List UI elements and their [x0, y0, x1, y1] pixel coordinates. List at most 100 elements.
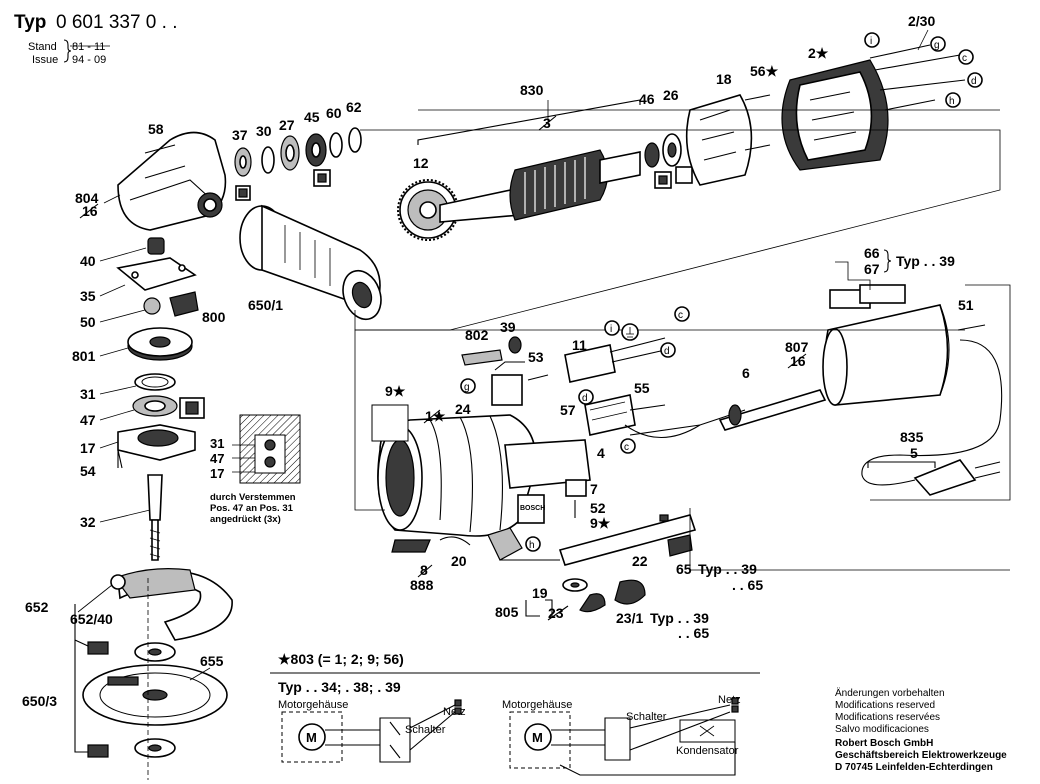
callout-40: 40 [80, 253, 96, 269]
circle-ref-c-top: c [958, 49, 974, 65]
fan-and-stator [685, 44, 966, 186]
callout-30: 30 [256, 123, 272, 139]
callout-801: 801 [72, 348, 96, 364]
callout-2-30: 2/30 [908, 13, 935, 29]
circle-ref-g-mid: g [460, 378, 476, 394]
callout-24: 24 [455, 401, 471, 417]
callout-39: 39 [500, 319, 516, 335]
svg-text:d: d [664, 346, 670, 357]
ground-symbol [621, 323, 639, 341]
callout-35: 35 [80, 288, 96, 304]
typ-label: Typ [14, 12, 46, 33]
svg-text:g: g [464, 382, 470, 393]
circle-ref-h-top: h [945, 92, 961, 108]
frame-line-right [870, 284, 1011, 501]
callout-9b: 9★ [590, 515, 611, 531]
svg-text:c: c [624, 442, 629, 453]
callout-45: 45 [304, 109, 320, 125]
housing-brand-mark: BOSCH [520, 505, 545, 512]
callout-58: 58 [148, 121, 164, 137]
legal-line-1: Änderungen vorbehalten [835, 687, 945, 699]
note-press-line3: angedrückt (3x) [210, 514, 281, 525]
left-column-parts [116, 237, 205, 561]
callout-51: 51 [958, 297, 974, 313]
callout-8: 8 [420, 562, 428, 578]
callout-54: 54 [80, 463, 96, 479]
callout-31: 31 [80, 386, 96, 402]
callout-650-3: 650/3 [22, 693, 57, 709]
svg-text:i: i [610, 324, 612, 335]
frame-line-mid [354, 329, 440, 345]
document-header: Typ 0 601 337 0 . . Stand Issue 81 - 11 … [14, 12, 178, 66]
typ-39-a: Typ . . 39 [896, 253, 955, 269]
callout-1: 1★ [425, 408, 446, 424]
svg-text:d: d [582, 393, 588, 404]
typ-number: 0 601 337 0 . . [56, 12, 178, 33]
callout-47b: 47 [210, 451, 224, 466]
callout-830: 830 [520, 82, 544, 98]
wiring-typ-line: Typ . . 34; . 38; . 39 [278, 679, 401, 695]
callout-650-1: 650/1 [248, 297, 283, 313]
callout-6: 6 [742, 365, 750, 381]
note-press-line2: Pos. 47 an Pos. 31 [210, 503, 294, 514]
callout-802: 802 [465, 327, 489, 343]
callout-20: 20 [451, 553, 467, 569]
callout-18: 18 [716, 71, 732, 87]
callout-26: 26 [663, 87, 679, 103]
svg-text:h: h [949, 96, 955, 107]
callout-19: 19 [532, 585, 548, 601]
callout-56: 56★ [750, 63, 779, 79]
note-press-line1: durch Verstemmen [210, 492, 296, 503]
callout-47: 47 [80, 412, 96, 428]
svg-text:d: d [971, 76, 977, 87]
svg-text:h: h [529, 540, 535, 551]
legal-line-7: D 70745 Leinfelden-Echterdingen [835, 762, 993, 773]
circle-ref-c-mid: c [674, 306, 690, 322]
svg-text:i: i [870, 36, 872, 47]
stand-value: 81 - 11 [72, 41, 105, 53]
callout-66: 66 [864, 245, 880, 261]
callout-53: 53 [528, 349, 544, 365]
circle-ref-d-top: d [967, 72, 983, 88]
callout-32: 32 [80, 514, 96, 530]
switch-parts [461, 336, 827, 518]
press-detail-section [232, 414, 301, 484]
callout-804: 804 [75, 190, 99, 206]
circle-ref-d-mid: d [660, 342, 676, 358]
callout-12: 12 [413, 155, 429, 171]
callout-7: 7 [590, 481, 598, 497]
callout-17: 17 [80, 440, 96, 456]
legal-line-5: Robert Bosch GmbH [835, 738, 933, 749]
svg-text:c: c [678, 310, 683, 321]
typ-39-b: Typ . . 39 [698, 561, 757, 577]
callout-52: 52 [590, 500, 606, 516]
callout-652: 652 [25, 599, 49, 615]
switch-label-1: Schalter [405, 724, 446, 736]
side-handle [239, 204, 382, 321]
gear-head-housing [117, 131, 227, 231]
motor-symbol-1: M [306, 730, 317, 745]
legal-line-4: Salvo modificaciones [835, 724, 929, 735]
stand-label: Stand [28, 41, 57, 53]
callout-17b: 17 [210, 466, 224, 481]
callout-27: 27 [279, 117, 295, 133]
wiring-diagram-1: Motorgehäuse M Schalter Netz [278, 699, 466, 763]
motor-housing-label-1: Motorgehäuse [278, 699, 348, 711]
bracket-830 [417, 99, 641, 145]
issue-value: 94 - 09 [72, 54, 106, 66]
issue-label: Issue [32, 54, 58, 66]
header-brace [63, 39, 72, 63]
motor-symbol-2: M [532, 730, 543, 745]
frame-line-top [354, 129, 1001, 331]
netz-label-1: Netz [443, 706, 466, 718]
callout-835: 835 [900, 429, 924, 445]
callout-31b: 31 [210, 436, 224, 451]
callout-46: 46 [639, 91, 655, 107]
callout-4: 4 [597, 445, 605, 461]
legal-block: Änderungen vorbehalten Modifications res… [835, 687, 1007, 773]
dot-65-a: . . 65 [732, 577, 763, 593]
legal-line-6: Geschäftsbereich Elektrowerkzeuge [835, 750, 1007, 761]
callout-805: 805 [495, 604, 519, 620]
svg-text:c: c [962, 53, 967, 64]
